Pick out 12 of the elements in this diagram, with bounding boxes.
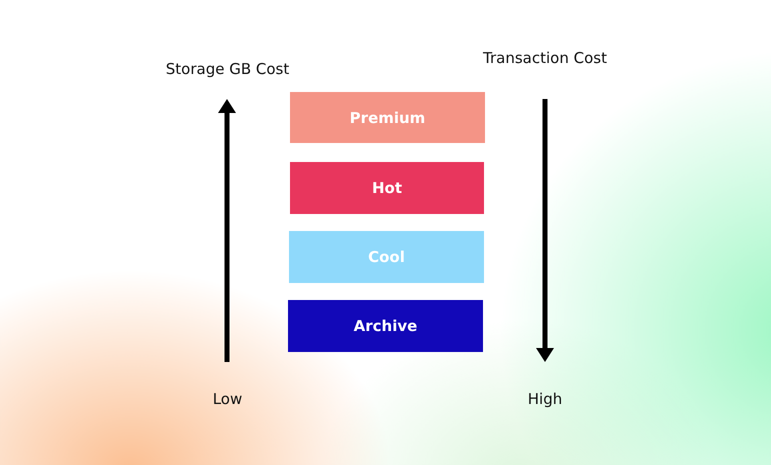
tier-box xyxy=(288,300,483,352)
tier-name: Archive xyxy=(354,317,418,335)
tier-name: Hot xyxy=(372,179,402,197)
tier-box xyxy=(289,231,484,283)
tier-name: Premium xyxy=(350,108,426,126)
axis-title: Storage GB Cost xyxy=(164,60,290,78)
tier-name: Cool xyxy=(368,248,405,266)
scale-label: Low xyxy=(212,390,244,408)
tier-box xyxy=(290,162,484,214)
axis-title: Transaction Cost xyxy=(482,49,608,67)
scale-label: High xyxy=(526,390,564,408)
tier-box xyxy=(290,92,485,143)
